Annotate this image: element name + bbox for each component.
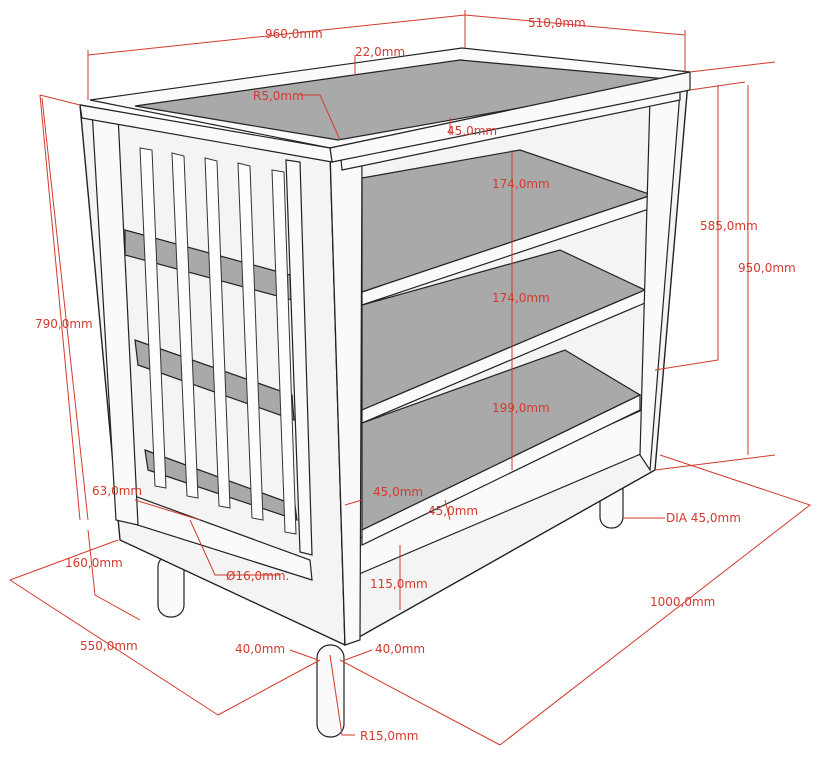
label-slat-spacing: 63,0mm	[92, 484, 142, 498]
right-face	[329, 81, 689, 646]
top-tray	[79, 47, 691, 163]
label-base-length: 1000,0mm	[650, 595, 715, 609]
label-leg-radius: R15,0mm	[360, 729, 418, 743]
label-overall-length: 960,0mm	[265, 27, 323, 41]
label-overall-depth: 510,0mm	[528, 16, 586, 30]
label-top-rail: 45,0mm	[447, 124, 497, 138]
label-shelf-gap-2: 174,0mm	[492, 291, 550, 305]
slats	[139, 147, 297, 535]
label-side-height: 790,0mm	[35, 317, 93, 331]
label-slat-diameter: Ø16,0mm.	[226, 569, 289, 583]
label-overall-height: 950,0mm	[738, 261, 796, 275]
left-side	[79, 104, 346, 646]
label-leg-offset-right: 40,0mm	[375, 642, 425, 656]
label-leg-diameter: DIA 45,0mm	[666, 511, 741, 525]
dimension-lines	[9, 10, 812, 746]
label-apron-height: 115,0mm	[370, 577, 428, 591]
label-base-depth: 550,0mm	[80, 639, 138, 653]
label-top-corner-radius: R5,0mm	[253, 89, 304, 103]
label-shelf-gap-1: 174,0mm	[492, 177, 550, 191]
dimension-labels: 960,0mm 510,0mm 22,0mm R5,0mm 45,0mm 174…	[35, 16, 796, 743]
label-leg-offset-left: 40,0mm	[235, 642, 285, 656]
label-inner-height: 585,0mm	[700, 219, 758, 233]
label-top-rim-height: 22,0mm	[355, 45, 405, 59]
label-leg-height-side: 160,0mm	[65, 556, 123, 570]
label-post-width: 45,0mm	[373, 485, 423, 499]
label-shelf-gap-3: 199,0mm	[492, 401, 550, 415]
label-bottom-rail: 45,0mm	[428, 504, 478, 518]
